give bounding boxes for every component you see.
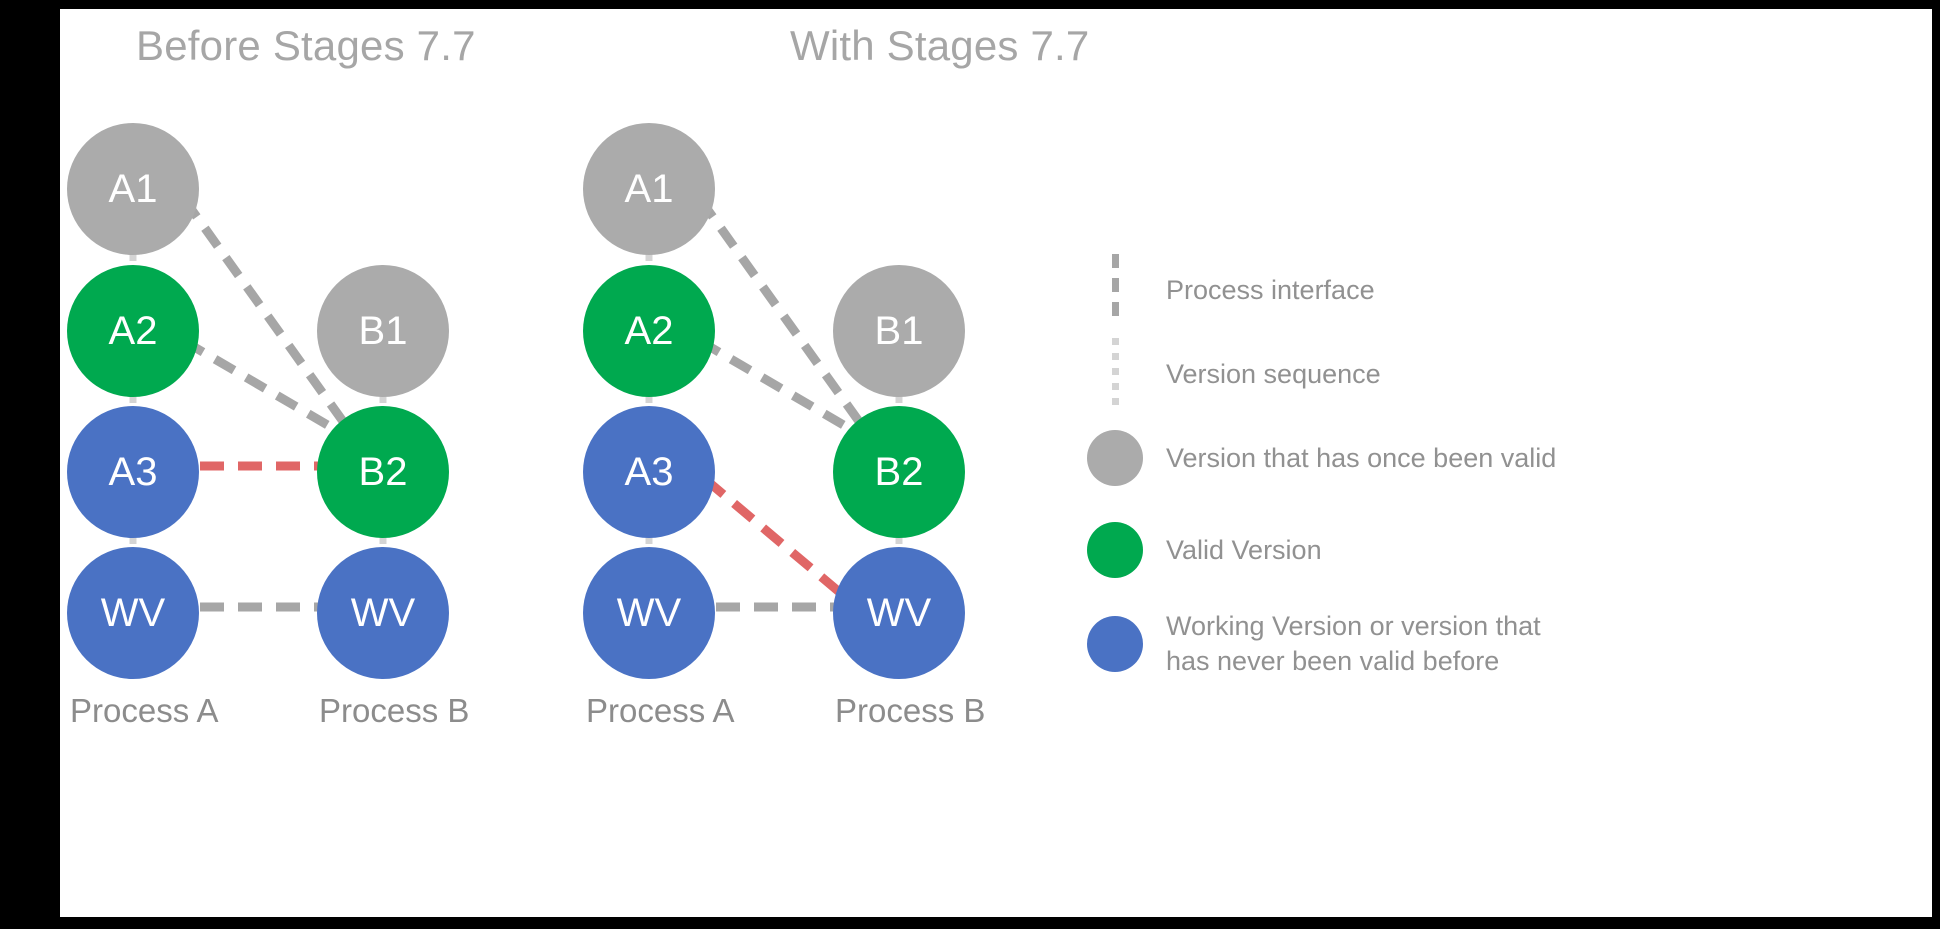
gray-circle-icon	[1080, 430, 1150, 486]
green-circle-icon	[1080, 522, 1150, 578]
node-right-a2[interactable]: A2	[583, 265, 715, 397]
edge-right-a3-bwv-conflict	[702, 475, 853, 605]
node-right-a-wv[interactable]: WV	[583, 547, 715, 679]
legend-label-once-valid: Version that has once been valid	[1166, 442, 1557, 473]
node-left-a-wv[interactable]: WV	[67, 547, 199, 679]
node-left-a3[interactable]: A3	[67, 406, 199, 538]
blue-circle-icon	[1080, 615, 1150, 672]
node-left-b2[interactable]: B2	[317, 406, 449, 538]
legend-label-version-sequence: Version sequence	[1166, 358, 1381, 389]
process-label-left-a: Process A	[70, 692, 219, 729]
legend-label-process-interface: Process interface	[1166, 274, 1375, 305]
legend-label-valid-version: Valid Version	[1166, 534, 1322, 565]
node-left-a2[interactable]: A2	[67, 265, 199, 397]
node-right-a1[interactable]: A1	[583, 123, 715, 255]
process-label-right-b: Process B	[835, 692, 986, 729]
legend-item-valid-version: Valid Version	[1080, 522, 1322, 578]
node-right-b-wv[interactable]: WV	[833, 547, 965, 679]
panel-title-before: Before Stages 7.7	[136, 22, 476, 69]
node-right-b1[interactable]: B1	[833, 265, 965, 397]
process-label-right-a: Process A	[586, 692, 735, 729]
panel-title-with: With Stages 7.7	[790, 22, 1090, 69]
legend-item-process-interface: Process interface	[1080, 254, 1375, 326]
legend-item-working-version: Working Version or version that has neve…	[1080, 609, 1541, 678]
node-right-a3[interactable]: A3	[583, 406, 715, 538]
node-left-a1[interactable]: A1	[67, 123, 199, 255]
node-left-b1[interactable]: B1	[317, 265, 449, 397]
process-label-left-b: Process B	[319, 692, 470, 729]
process-interface-line-icon	[1080, 254, 1150, 326]
version-sequence-line-icon	[1080, 338, 1150, 410]
legend-item-version-sequence: Version sequence	[1080, 338, 1381, 410]
slide-canvas: Before Stages 7.7 With Stages 7.7	[60, 9, 1932, 917]
legend-label-working-version: Working Version or version that has neve…	[1166, 611, 1541, 676]
legend-item-once-valid: Version that has once been valid	[1080, 430, 1556, 486]
node-right-b2[interactable]: B2	[833, 406, 965, 538]
node-left-b-wv[interactable]: WV	[317, 547, 449, 679]
